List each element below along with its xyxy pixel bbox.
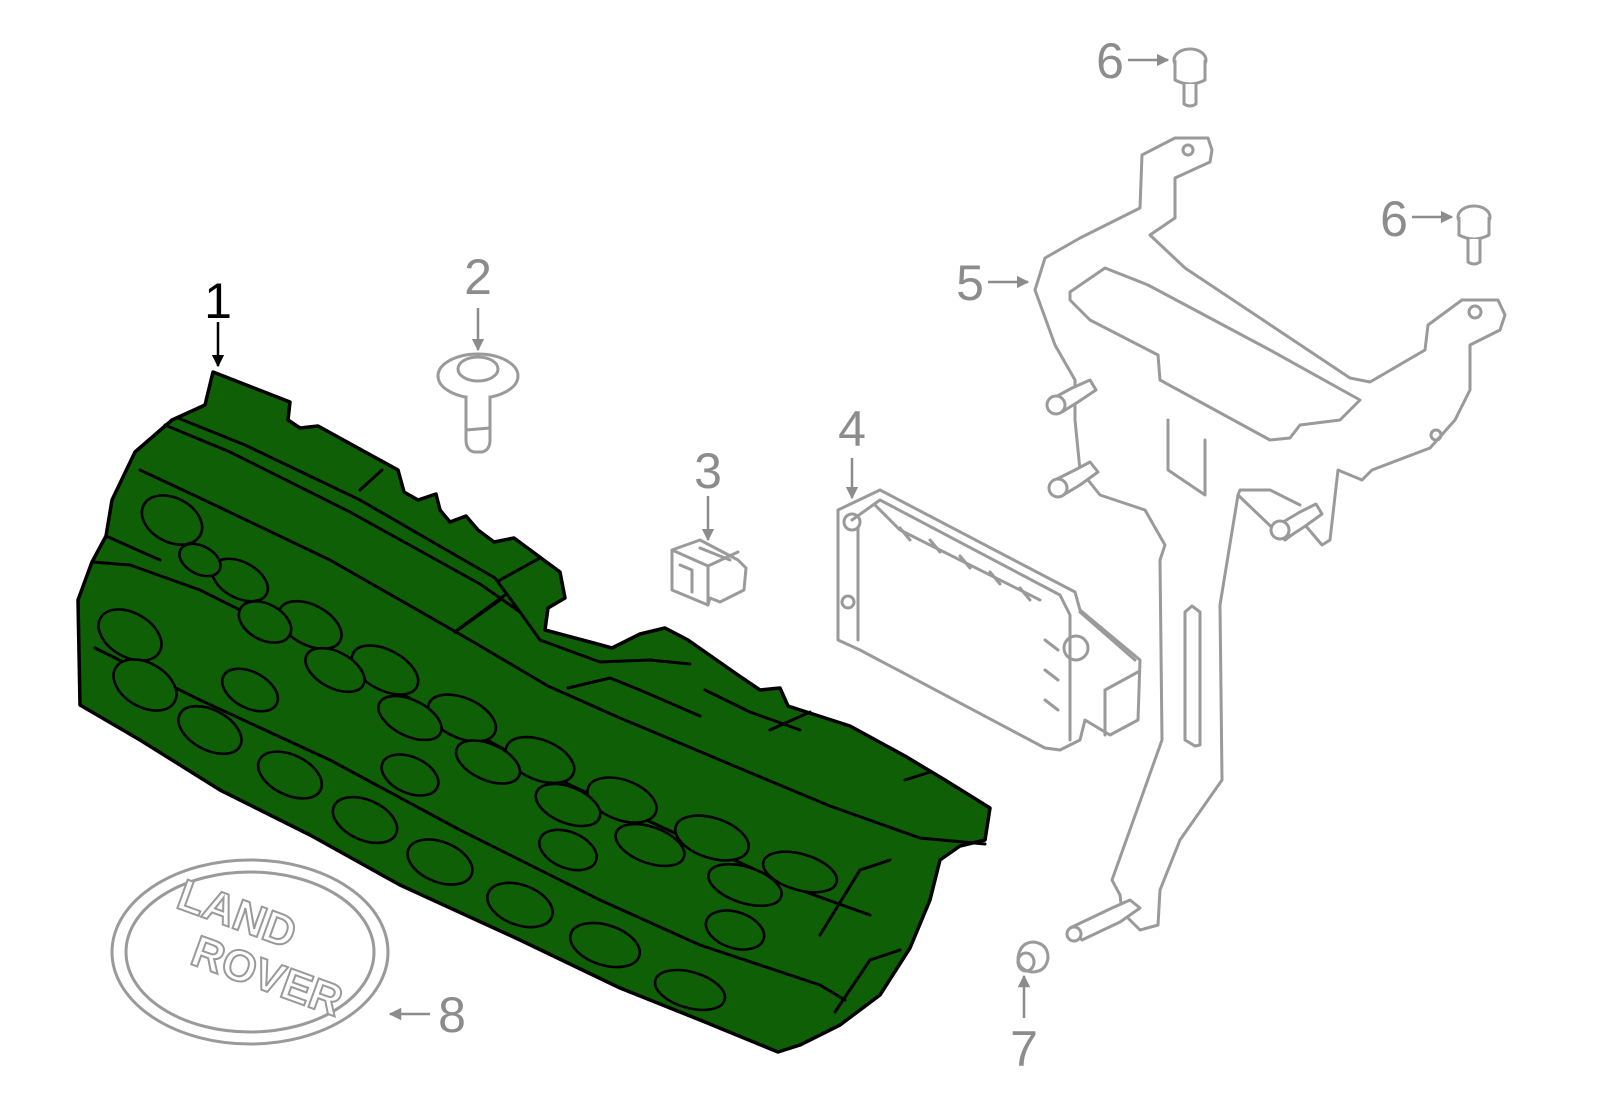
callout-2: 2 [464, 249, 492, 305]
callout-6-right: 6 [1380, 191, 1408, 247]
callout-5: 5 [956, 255, 984, 311]
bolt-right-part[interactable] [1456, 204, 1492, 266]
callout-4: 4 [838, 401, 866, 457]
callout-7: 7 [1010, 1021, 1038, 1077]
clip-part[interactable] [436, 352, 520, 454]
connector-part[interactable] [670, 538, 748, 607]
control-module-part[interactable] [836, 488, 1142, 752]
grille-part[interactable] [76, 370, 992, 1054]
callout-6-top: 6 [1096, 33, 1124, 89]
callout-8: 8 [438, 987, 466, 1043]
callout-1: 1 [204, 273, 232, 329]
callout-3: 3 [694, 443, 722, 499]
bracket-part[interactable] [1033, 136, 1507, 943]
bolt-top-part[interactable] [1172, 47, 1208, 108]
emblem-part[interactable]: LAND ROVER [110, 858, 390, 1046]
nut-part[interactable] [1016, 940, 1050, 974]
